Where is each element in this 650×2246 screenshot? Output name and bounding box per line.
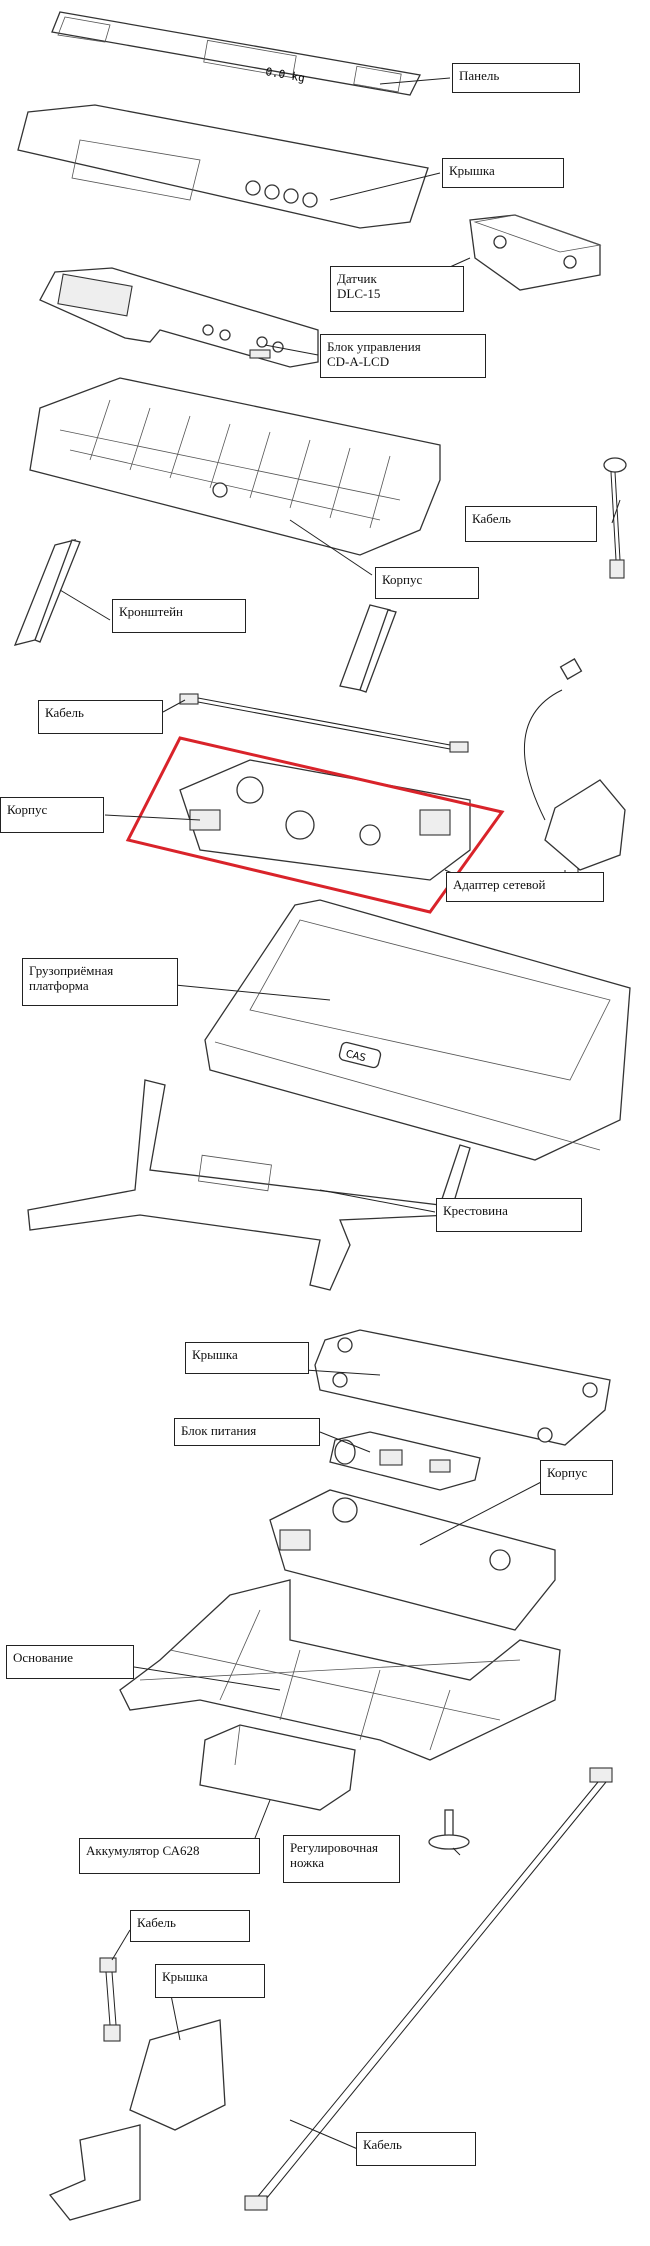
label-cover-bottom: Крышка	[185, 1342, 309, 1374]
panel-part: 0.0 kg	[51, 11, 421, 96]
label-base: Основание	[6, 1645, 134, 1679]
label-cross: Крестовина	[436, 1198, 582, 1232]
label-panel: Панель	[452, 63, 580, 93]
platform-part: CAS	[204, 899, 631, 1161]
battery-part	[199, 1724, 356, 1811]
label-housing-bottom: Корпус	[540, 1460, 613, 1495]
sensor-part	[469, 214, 602, 291]
label-cover-small: Крышка	[155, 1964, 265, 1998]
cover-top-part	[17, 104, 429, 229]
power-unit-part	[329, 1431, 481, 1491]
adapter-part	[524, 658, 626, 890]
cover-small-part	[48, 2019, 226, 2221]
label-foot: Регулировочная ножка	[283, 1835, 400, 1883]
label-control-unit: Блок управления CD-A-LCD	[320, 334, 486, 378]
control-board-part	[39, 267, 319, 368]
label-housing-mid: Корпус	[0, 797, 104, 833]
label-sensor: Датчик DLC-15	[330, 266, 464, 312]
label-bracket: Кронштейн	[112, 599, 246, 633]
cable-long-part	[244, 1767, 613, 2211]
label-battery: Аккумулятор СА628	[79, 1838, 260, 1874]
housing-mid-part	[179, 759, 471, 881]
label-power-unit: Блок питания	[174, 1418, 320, 1446]
cross-part	[27, 1079, 471, 1291]
housing-bottom-part	[269, 1489, 556, 1631]
label-cable-mid: Кабель	[38, 700, 163, 734]
label-housing-top: Корпус	[375, 567, 479, 599]
cable-mid-part	[179, 693, 469, 753]
cable-lower-part	[99, 1957, 121, 2042]
label-cable-small: Кабель	[465, 506, 597, 542]
base-part	[119, 1579, 561, 1761]
cover-bottom-part	[314, 1329, 611, 1446]
housing-top-part	[29, 377, 441, 556]
label-cable-lower: Кабель	[130, 1910, 250, 1942]
bracket-part	[13, 539, 397, 693]
label-cover-top: Крышка	[442, 158, 564, 188]
highlight-frame	[125, 736, 505, 914]
label-cable-long: Кабель	[356, 2132, 476, 2166]
label-adapter: Адаптер сетевой	[446, 872, 604, 902]
label-platform: Грузоприёмная платформа	[22, 958, 178, 1006]
platform-logo: CAS	[344, 1049, 366, 1065]
foot-part	[428, 1809, 470, 1850]
cable-small-part	[603, 457, 627, 579]
